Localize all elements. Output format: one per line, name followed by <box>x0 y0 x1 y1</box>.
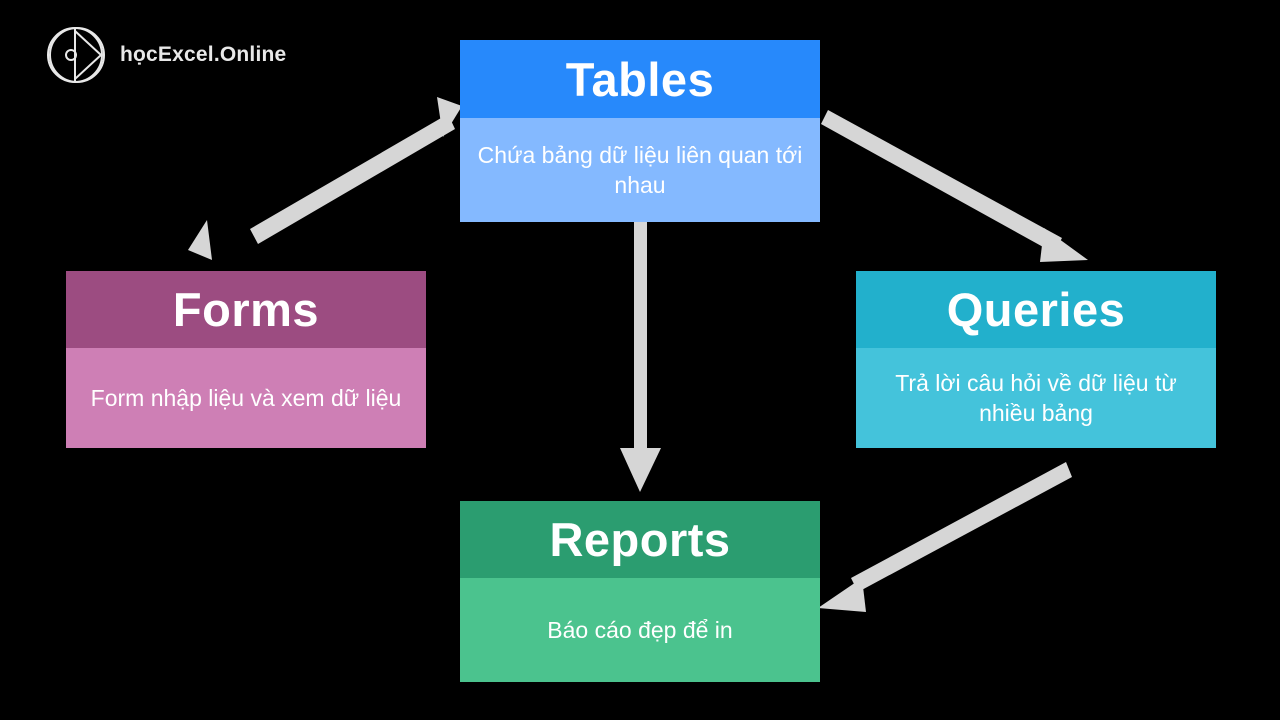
node-queries-title: Queries <box>856 271 1216 348</box>
connector-queries-reports <box>818 462 1072 612</box>
node-reports-description: Báo cáo đẹp để in <box>460 578 820 682</box>
node-forms[interactable]: Forms Form nhập liệu và xem dữ liệu <box>66 271 426 448</box>
brand-name: họcExcel.Online <box>120 43 287 66</box>
brand-watermark: họcExcel.Online <box>44 24 286 86</box>
node-forms-title: Forms <box>66 271 426 348</box>
node-tables-title: Tables <box>460 40 820 118</box>
connector-forms-tables <box>188 97 462 260</box>
node-tables-description: Chứa bảng dữ liệu liên quan tới nhau <box>460 118 820 222</box>
node-queries-description: Trả lời câu hỏi về dữ liệu từ nhiều bảng <box>856 348 1216 448</box>
node-queries[interactable]: Queries Trả lời câu hỏi về dữ liệu từ nh… <box>856 271 1216 448</box>
node-forms-description: Form nhập liệu và xem dữ liệu <box>66 348 426 448</box>
node-tables[interactable]: Tables Chứa bảng dữ liệu liên quan tới n… <box>460 40 820 222</box>
connector-tables-reports <box>620 222 661 492</box>
node-reports-title: Reports <box>460 501 820 578</box>
circle-play-logo-icon <box>47 27 105 83</box>
connector-tables-queries <box>821 110 1088 262</box>
node-reports[interactable]: Reports Báo cáo đẹp để in <box>460 501 820 682</box>
